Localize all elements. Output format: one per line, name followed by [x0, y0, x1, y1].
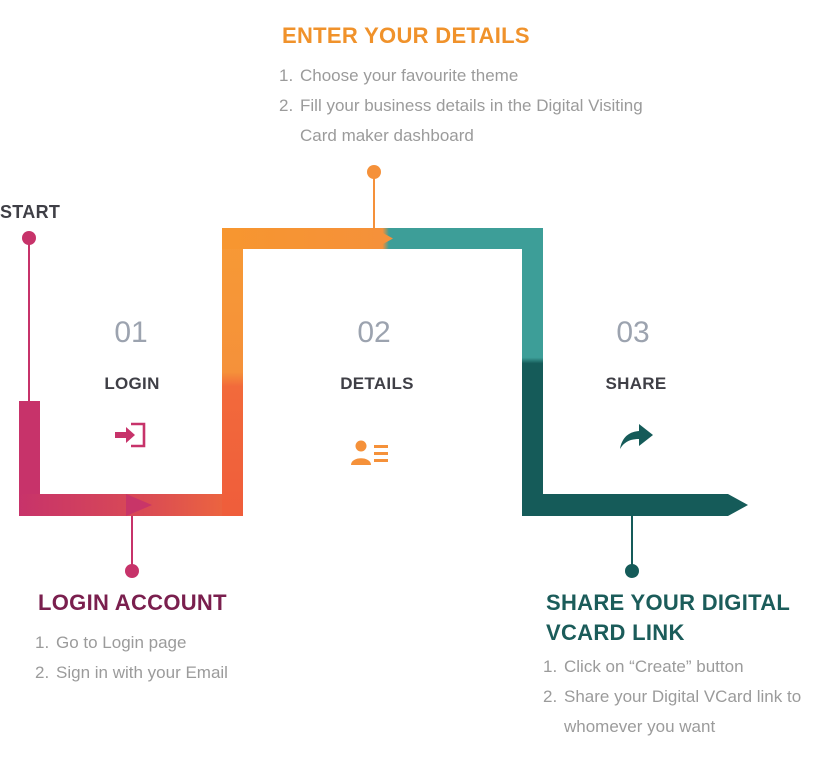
login-dot: [125, 564, 139, 578]
contact-card-icon: [351, 440, 388, 465]
login-icon: [115, 422, 146, 448]
start-label: START: [0, 202, 61, 222]
step-number-02: 02: [357, 316, 391, 349]
share-heading-text: SHARE YOUR DIGITAL VCARD LINK: [546, 590, 790, 645]
enter-details-heading: ENTER YOUR DETAILS: [282, 23, 530, 48]
step-number-03: 03: [616, 316, 650, 349]
step-title-details: DETAILS: [340, 374, 414, 393]
step-title-login: LOGIN: [104, 374, 160, 393]
start-dot: [22, 231, 36, 245]
list-item: Sign in with your Email: [35, 658, 228, 688]
list-item: Share your Digital VCard link to whomeve…: [543, 682, 802, 736]
login-steps-list: Go to Login page Sign in with your Email: [35, 628, 306, 688]
step-number-01: 01: [114, 316, 148, 349]
path-arrow-2: [374, 228, 393, 249]
path-segment-end-arrow: [522, 494, 748, 516]
list-item: Click on “Create” button: [543, 652, 744, 682]
list-item: Choose your favourite theme: [279, 61, 519, 91]
login-account-heading: LOGIN ACCOUNT: [38, 590, 227, 615]
path-arrow-1: [126, 494, 152, 516]
path-segment-up: [222, 228, 243, 516]
list-item: Go to Login page: [35, 628, 187, 658]
share-arrow-icon: [620, 424, 653, 449]
list-item: Fill your business details in the Digita…: [279, 91, 643, 145]
step-title-share: SHARE: [605, 374, 667, 393]
path-segment-down: [522, 228, 543, 516]
share-steps-list: Click on “Create” button Share your Digi…: [543, 652, 828, 742]
share-dot: [625, 564, 639, 578]
share-link-heading: SHARE YOUR DIGITAL VCARD LINK: [546, 588, 826, 648]
details-steps-list: Choose your favourite theme Fill your bu…: [279, 61, 660, 151]
details-dot: [367, 165, 381, 179]
path-segment-start: [19, 401, 40, 516]
